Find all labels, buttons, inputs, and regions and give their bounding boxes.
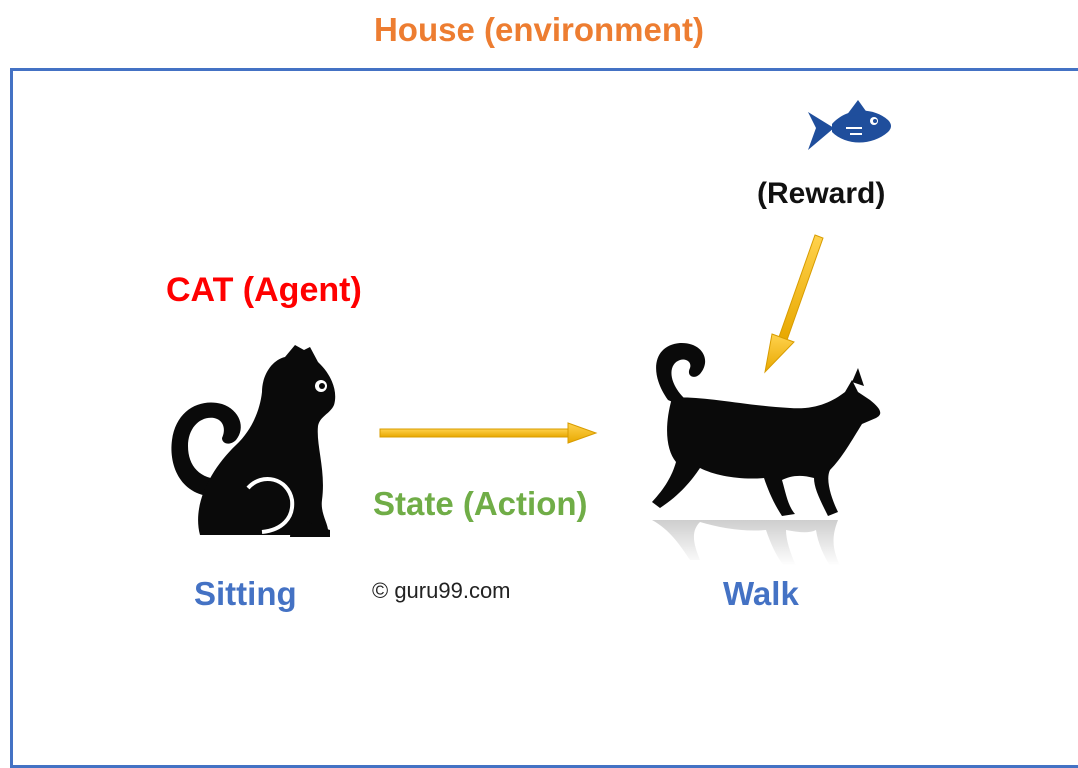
environment-box bbox=[10, 68, 1078, 768]
state-walk-label: Walk bbox=[723, 575, 799, 612]
reward-label: (Reward) bbox=[757, 177, 886, 210]
state-sitting-label: Sitting bbox=[194, 575, 297, 612]
agent-label: CAT (Agent) bbox=[166, 271, 362, 309]
action-label: State (Action) bbox=[373, 485, 588, 522]
diagram-title: House (environment) bbox=[373, 11, 705, 48]
copyright-text: © guru99.com bbox=[372, 578, 511, 603]
